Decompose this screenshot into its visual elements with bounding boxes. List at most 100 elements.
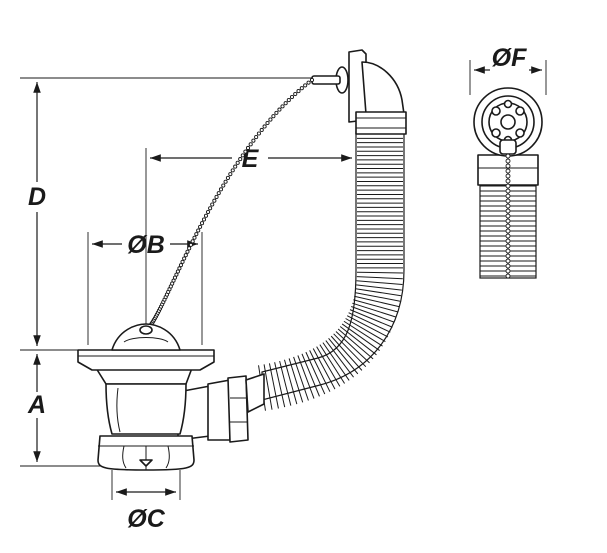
plug-chain: [147, 77, 315, 329]
chain-link: [505, 198, 511, 204]
hose-rib: [346, 315, 389, 338]
chain-link: [194, 232, 199, 237]
chain-link: [174, 272, 179, 277]
chain-link: [268, 117, 273, 122]
chain-link: [185, 249, 190, 254]
chain-link: [259, 127, 264, 133]
hose-rib: [305, 351, 326, 395]
chain-link: [208, 206, 213, 211]
chain-link: [212, 198, 217, 203]
chain-link: [505, 158, 511, 164]
dimension-b-label: ØB: [127, 231, 165, 259]
chain-link: [182, 256, 187, 261]
chain-link: [505, 248, 511, 254]
dimension-f-label: ØF: [492, 44, 527, 72]
chain-link: [505, 188, 511, 194]
dimension-f: ØF: [469, 44, 547, 95]
chain-link: [201, 217, 207, 222]
chain-link: [505, 208, 511, 214]
hose-rib: [333, 333, 367, 368]
hose-rib: [283, 359, 298, 405]
chain-link: [251, 138, 256, 143]
hose-rib: [319, 344, 345, 384]
hose-rib: [356, 284, 402, 291]
hose-rib: [343, 320, 383, 347]
chain-link: [505, 178, 511, 184]
chain-link: [505, 268, 511, 274]
chain-link: [505, 153, 511, 159]
hose-rib: [293, 356, 309, 401]
chain-link: [214, 194, 219, 199]
hose-rib: [356, 280, 403, 285]
chain-link: [254, 135, 259, 140]
hose-rib: [330, 335, 363, 371]
chain-link: [296, 89, 301, 94]
chain-link: [238, 157, 243, 162]
overflow-fitting: [311, 49, 407, 135]
dimension-c: ØC: [111, 470, 181, 533]
dimension-a: A: [20, 349, 100, 467]
hose-rib: [349, 309, 393, 328]
chain-link: [199, 221, 205, 226]
chain-link: [245, 145, 251, 151]
chain-link: [216, 191, 221, 196]
hose-rib: [356, 276, 403, 280]
chain-link: [505, 243, 511, 249]
chain-link: [286, 98, 291, 103]
chain-link: [177, 266, 182, 271]
chain-link: [203, 213, 209, 218]
chain-link: [175, 269, 180, 274]
dimension-a-label: A: [27, 391, 46, 419]
hose-rib: [351, 306, 395, 323]
dimension-b: ØB: [87, 231, 203, 345]
chain-link: [505, 253, 511, 259]
hose-rib: [297, 355, 315, 399]
overflow-side-view: [473, 87, 543, 279]
hose-rib: [279, 360, 292, 406]
hose-rib: [354, 292, 401, 302]
chain-link: [205, 209, 211, 215]
hose-rib: [309, 350, 331, 392]
dimension-e-label: E: [242, 145, 260, 173]
hose-rib: [353, 299, 398, 313]
strainer-body: [77, 323, 265, 471]
corrugated-hose: [258, 131, 405, 411]
chain-link: [180, 259, 185, 264]
chain-link: [505, 183, 511, 189]
chain-link: [505, 163, 511, 169]
chain-link: [505, 258, 511, 264]
hose-rib: [335, 331, 370, 364]
chain-link: [262, 124, 267, 129]
dimension-e: E: [145, 145, 357, 330]
chain-link: [196, 228, 201, 233]
chain-link: [309, 77, 315, 83]
chain-link: [221, 183, 226, 188]
hose-rib: [356, 271, 403, 274]
chain-link: [178, 263, 184, 268]
hose-rib: [268, 363, 279, 409]
chain-link: [233, 164, 238, 169]
chain-link: [277, 107, 282, 112]
chain-link: [248, 142, 253, 147]
chain-link: [283, 101, 288, 106]
dimension-d: D: [20, 77, 340, 346]
hose-rib: [263, 364, 273, 410]
chain-link: [256, 131, 261, 136]
chain-link: [243, 149, 248, 154]
hose-rib: [339, 326, 377, 356]
hose-rib: [328, 338, 359, 375]
hose-rib: [288, 358, 304, 403]
chain-link: [505, 238, 511, 244]
hose-rib: [355, 288, 402, 297]
hose-rib: [337, 328, 374, 360]
dimension-d-label: D: [28, 183, 46, 211]
chain-link: [187, 246, 192, 251]
hose-rib: [348, 312, 391, 333]
chain-link: [210, 202, 215, 207]
hose-rib: [301, 353, 320, 397]
chain-link: [192, 235, 197, 240]
hose-rib: [316, 346, 341, 387]
hose-rib: [274, 362, 286, 408]
chain-link: [505, 223, 511, 229]
